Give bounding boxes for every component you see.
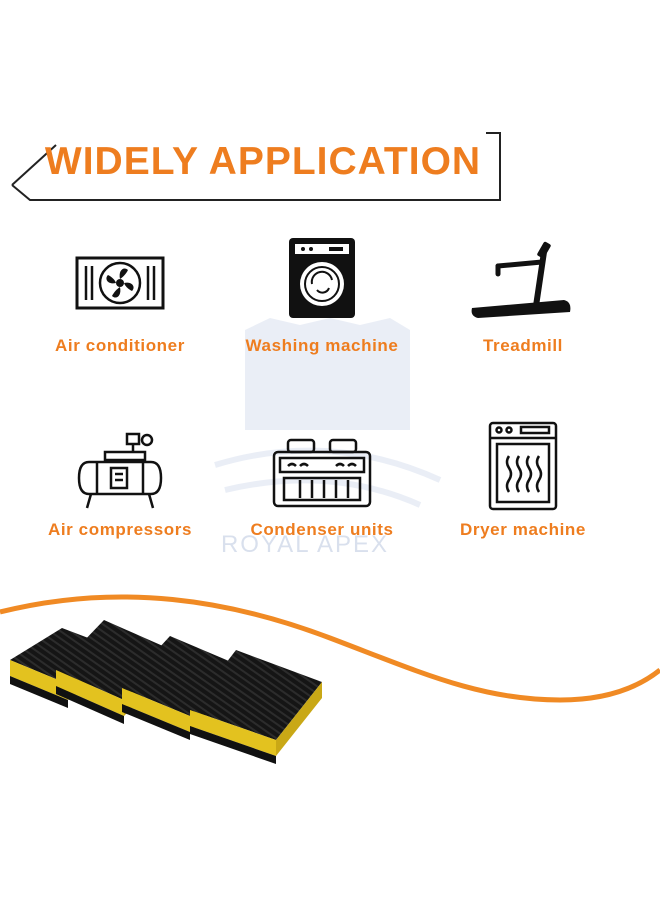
- application-label: Condenser units: [250, 520, 394, 539]
- dryer-machine-icon: [488, 421, 558, 511]
- section-title: WIDELY APPLICATION: [44, 140, 482, 183]
- application-label: Washing machine: [245, 336, 399, 355]
- application-air-compressors: Air compressors: [10, 430, 230, 548]
- application-label: Air conditioner: [55, 336, 185, 355]
- air-compressor-icon: [77, 432, 163, 509]
- application-condenser-units: Condenser units: [212, 436, 432, 548]
- application-label: Treadmill: [482, 336, 564, 355]
- decorative-wave: [0, 594, 660, 703]
- title-frame: [11, 132, 501, 201]
- washing-machine-icon: [289, 238, 355, 318]
- application-air-conditioner: Air conditioner: [10, 250, 230, 360]
- application-treadmill: Treadmill: [413, 236, 633, 360]
- treadmill-icon: [471, 241, 571, 318]
- rubber-pad: [190, 650, 322, 764]
- application-washing-machine: Washing machine: [212, 236, 432, 360]
- application-label: Dryer machine: [460, 520, 586, 539]
- application-label: Air compressors: [47, 520, 193, 539]
- application-dryer-machine: Dryer machine: [413, 420, 633, 548]
- product-pads-illustration: [0, 594, 660, 764]
- condenser-unit-icon: [272, 438, 372, 508]
- air-conditioner-icon: [75, 256, 165, 310]
